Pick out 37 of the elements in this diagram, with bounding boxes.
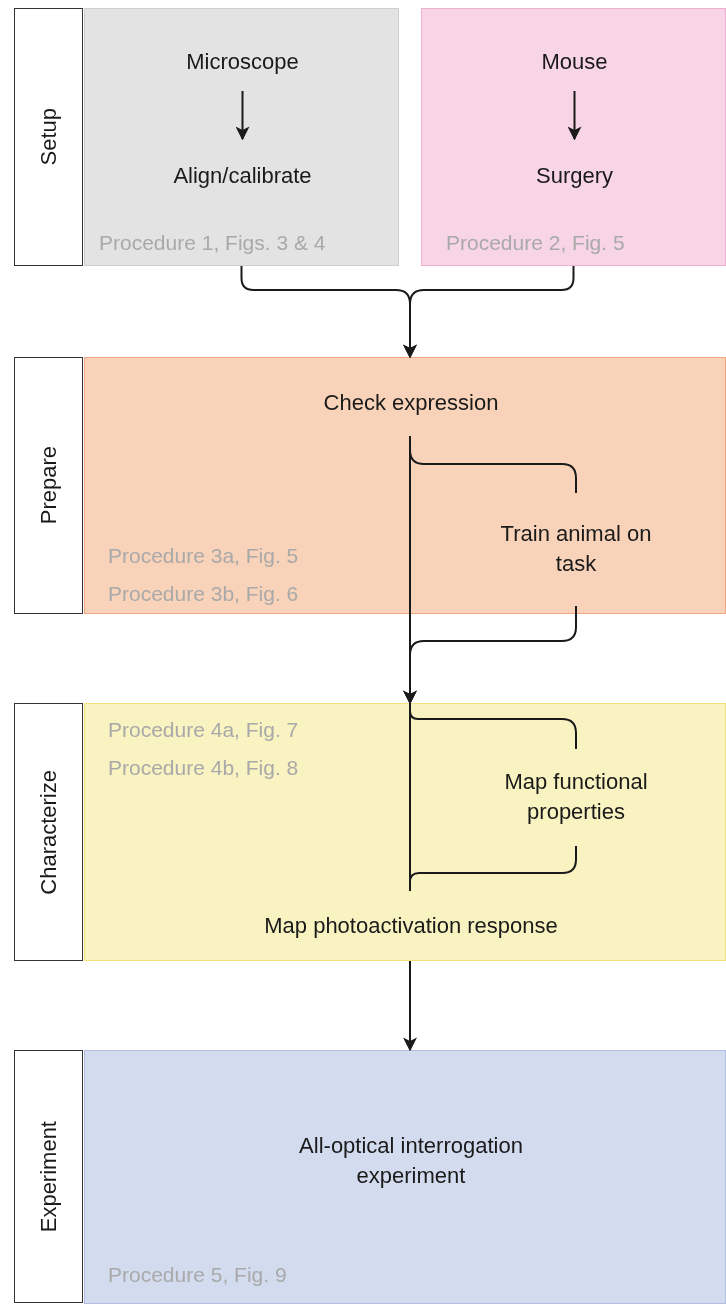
arrow [403,960,417,1052]
stage-panel [84,703,726,961]
step-label: Train animal on task [499,520,653,578]
step-label: Microscope [186,48,299,76]
connector-line [409,435,577,494]
procedure-reference: Procedure 4a, Fig. 7 [108,718,299,742]
procedure-reference: Procedure 4b, Fig. 8 [108,756,299,780]
step-label: Surgery [535,162,613,190]
procedure-reference: Procedure 1, Figs. 3 & 4 [99,231,326,255]
stage-label-box [14,357,83,614]
step-label: Check expression [323,389,499,417]
stage-label-box [14,703,83,961]
stage-label: Experiment [35,1120,62,1233]
stage-panel [84,357,726,614]
arrow [567,90,582,141]
stage-label: Prepare [35,446,62,525]
arrow [235,90,250,141]
stage-label: Characterize [35,769,62,895]
step-label: Map photoactivation response [264,912,558,940]
arrow [403,265,575,359]
arrow [403,605,577,705]
step-label: Align/calibrate [173,162,312,190]
step-label: All-optical interrogation experiment [298,1132,524,1190]
stage-label-box [14,8,83,266]
procedure-reference: Procedure 5, Fig. 9 [108,1263,287,1287]
step-label: Mouse [541,48,608,76]
connector-line [409,702,577,750]
procedure-reference: Procedure 2, Fig. 5 [446,231,625,255]
stage-panel [421,8,726,266]
connector-line [409,845,577,892]
step-label: Map functional properties [503,768,649,826]
stage-label-box [14,1050,83,1303]
stage-panel [84,1050,726,1304]
stage-label: Setup [35,108,62,166]
procedure-reference: Procedure 3b, Fig. 6 [108,582,299,606]
stage-panel [84,8,399,266]
procedure-reference: Procedure 3a, Fig. 5 [108,544,299,568]
